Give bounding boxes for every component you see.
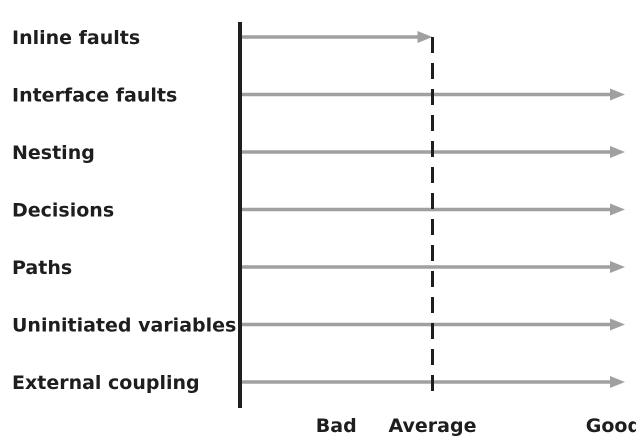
metric-label-uninitiated-variables: Uninitiated variables xyxy=(12,315,236,337)
arrow-head-paths xyxy=(610,261,625,273)
arrow-head-decisions xyxy=(610,203,625,216)
arrow-head-external-coupling xyxy=(610,376,625,388)
arrow-head-interface-faults xyxy=(610,88,625,101)
arrow-head-nesting xyxy=(610,146,625,158)
metric-label-interface-faults: Interface faults xyxy=(12,85,177,107)
scale-label-bad: Bad xyxy=(316,415,357,437)
metric-label-inline-faults: Inline faults xyxy=(12,27,140,49)
metric-label-nesting: Nesting xyxy=(12,142,95,164)
metric-label-decisions: Decisions xyxy=(12,200,114,222)
scale-label-good: Good xyxy=(586,415,636,437)
metric-label-paths: Paths xyxy=(12,257,72,279)
arrow-head-inline-faults xyxy=(417,31,433,43)
arrow-head-uninitiated-variables xyxy=(610,318,625,331)
arrows xyxy=(240,31,625,388)
scale-labels: Bad Average Good xyxy=(316,415,636,437)
scale-label-average: Average xyxy=(389,415,477,437)
metric-label-external-coupling: External coupling xyxy=(12,372,200,394)
